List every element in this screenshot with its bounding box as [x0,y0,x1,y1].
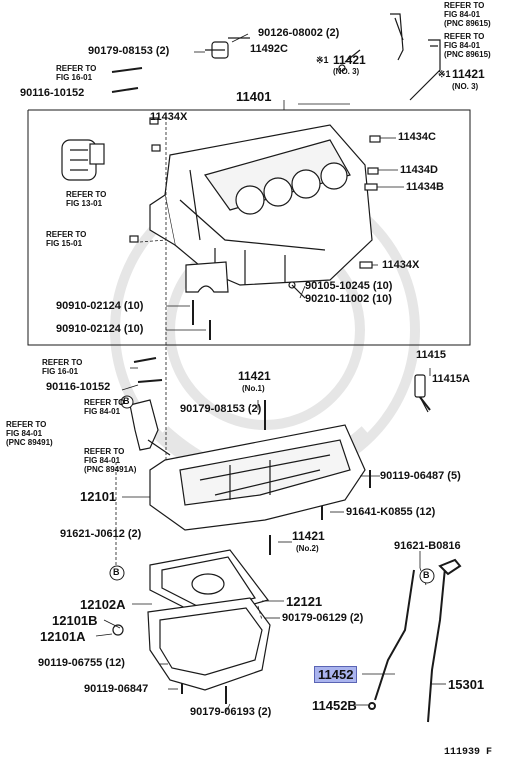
label-no1: (No.1) [242,384,265,393]
small-top-parts [129,13,441,299]
label-90179-08153-mid: 90179-08153 (2) [180,403,262,415]
refer-fig-16-01-bot: REFER TO FIG 16-01 [42,358,83,376]
label-90179-06129: 90179-06129 (2) [282,612,364,624]
label-11421-no3-left: 11421 [333,53,366,67]
engine-block-frame [27,109,471,346]
label-11415: 11415 [416,349,446,361]
label-11434d: 11434D [400,164,438,176]
label-star-left: ※1 [316,55,329,65]
circle-b-text-3: B [423,570,430,580]
label-11421-no3-right: 11421 [452,67,485,81]
label-11421-no2: 11421 [292,529,325,543]
label-11452: 11452 [314,666,358,683]
label-no3-right: (NO. 3) [452,82,479,91]
label-90116-10152-bot: 90116-10152 [46,381,111,393]
label-12102a: 12102A [80,597,126,612]
label-12101b: 12101B [52,613,98,628]
refer-fig-13-01: REFER TO FIG 13-01 [66,190,107,208]
label-90179-08153-top: 90179-08153 (2) [88,45,170,57]
label-no3-left: (NO. 3) [333,67,360,76]
label-11401: 11401 [236,89,272,104]
circle-b-text-2: B [113,567,120,577]
label-12101: 12101 [80,489,117,504]
refer-fig-16-01-top: REFER TO FIG 16-01 [56,64,97,82]
oil-pan-upper[interactable] [149,424,366,531]
circle-b-markers [109,395,435,584]
label-11421-no1: 11421 [238,369,271,383]
label-90910-02124-a: 90910-02124 (10) [56,300,144,312]
label-no2: (No.2) [296,544,319,553]
oil-filter-assembly[interactable] [61,139,105,181]
label-11452b: 11452B [312,698,357,713]
label-11434x-top: 11434X [150,111,188,123]
label-91621-b0816: 91621-B0816 [394,540,461,552]
refer-fig-84-01-c: REFER TO FIG 84-01 [84,398,125,416]
refer-fig-84-01-pnc-89491a: REFER TO FIG 84-01 (PNC 89491A) [84,447,137,474]
label-star-right: ※1 [438,69,451,79]
leader-lines [95,33,446,713]
label-11415a: 11415A [432,373,470,385]
oil-level-sensor[interactable] [414,374,429,413]
circle-b-text-1: B [123,396,130,406]
label-11492c: 11492C [250,43,288,55]
label-11434c: 11434C [398,131,436,143]
label-11434b: 11434B [406,181,444,193]
label-90179-06193: 90179-06193 (2) [190,706,272,718]
figure-code: 111939 F [444,747,493,758]
label-90126-08002: 90126-08002 (2) [258,27,340,39]
label-12101a: 12101A [40,629,86,644]
refer-fig-84-01-pnc-89491: REFER TO FIG 84-01 (PNC 89491) [6,420,53,447]
label-12121: 12121 [286,594,323,609]
label-90119-06487: 90119-06487 (5) [380,470,461,482]
refer-fig-15-01: REFER TO FIG 15-01 [46,230,87,248]
oil-pan-lower[interactable] [112,597,271,691]
label-90119-06847: 90119-06847 [84,683,149,695]
label-90116-10152-top: 90116-10152 [20,87,85,99]
label-91621-j0612: 91621-J0612 (2) [60,528,142,540]
dipstick-assembly[interactable] [368,558,462,723]
engine-block[interactable] [149,124,373,286]
refer-fig-84-01-pnc-89615-b: REFER TO FIG 84-01 (PNC 89615) [444,32,491,59]
main-bearing-cap[interactable] [185,261,229,293]
label-91641-k0855: 91641-K0855 (12) [346,506,436,518]
label-90910-02124-b: 90910-02124 (10) [56,323,144,335]
label-90119-06755: 90119-06755 (12) [38,657,125,669]
label-90105-10245: 90105-10245 (10) [305,280,393,292]
label-90210-11002: 90210-11002 (10) [305,293,392,305]
label-11434x-mid: 11434X [382,259,420,271]
label-15301: 15301 [448,677,485,692]
refer-fig-84-01-pnc-89615-a: REFER TO FIG 84-01 (PNC 89615) [444,1,491,28]
